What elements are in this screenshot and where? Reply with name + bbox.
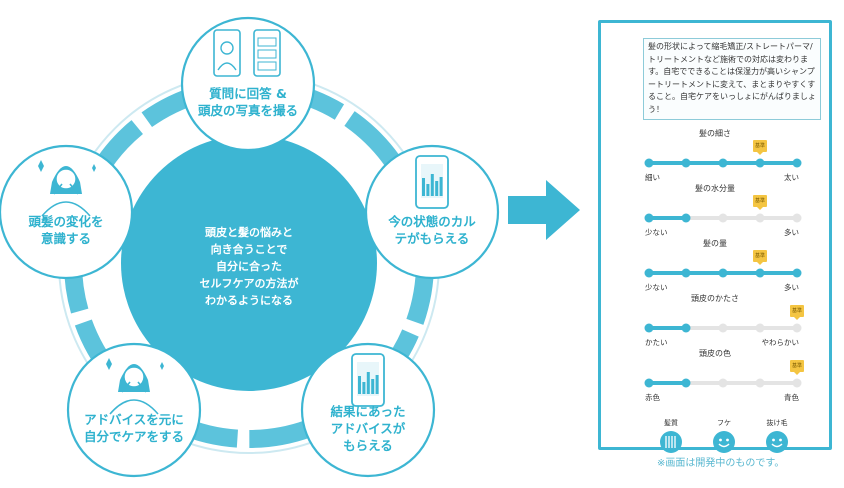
metric-dot bbox=[681, 213, 691, 223]
metric-dot bbox=[644, 158, 654, 168]
metric-dot bbox=[644, 378, 654, 388]
center-text-line: 向き合うことで bbox=[211, 242, 288, 256]
cycle-node-label: もらえる bbox=[343, 438, 393, 453]
cycle-node-label: 意識する bbox=[41, 231, 91, 246]
woman-happy-icon bbox=[38, 160, 96, 217]
metric-title: 頭皮のかたさ bbox=[691, 294, 739, 303]
cycle-node-label: テがもらえる bbox=[395, 231, 470, 246]
baseline-badge: 基準 bbox=[790, 360, 804, 375]
cycle-node-circle bbox=[300, 342, 436, 478]
metric-dot bbox=[755, 213, 765, 223]
metric-title: 髪の細さ bbox=[699, 129, 731, 138]
metric-title: 頭皮の色 bbox=[699, 349, 731, 358]
result-screen-panel: 髪の形状によって縮毛矯正/ストレートパーマ/トリートメントなど施術での対応は変わ… bbox=[598, 20, 832, 453]
metric-right-label: やわらかい bbox=[761, 338, 800, 347]
baseline-badge: 基準 bbox=[790, 305, 804, 320]
center-text-line: 自分に合った bbox=[216, 259, 282, 273]
center-circle bbox=[121, 135, 377, 391]
bottom-icon-item: 抜け毛 bbox=[757, 418, 797, 458]
metric-dot bbox=[681, 158, 691, 168]
metric-title: 髪の量 bbox=[703, 239, 727, 248]
metric-left-label: かたい bbox=[645, 338, 668, 347]
metric-dot bbox=[681, 268, 691, 278]
bottom-icon-item: フケ bbox=[704, 418, 744, 458]
metric-dot bbox=[792, 323, 802, 333]
metric-dot bbox=[681, 378, 691, 388]
baseline-badge: 基準 bbox=[753, 195, 767, 210]
metric-left-label: 少ない bbox=[645, 283, 668, 292]
metric-dot bbox=[718, 268, 728, 278]
metric-left-label: 少ない bbox=[645, 228, 668, 237]
metric-dot bbox=[644, 213, 654, 223]
metric-dot bbox=[644, 268, 654, 278]
metric-right-label: 青色 bbox=[784, 393, 799, 402]
metric-slider bbox=[644, 158, 802, 168]
metric-dot bbox=[718, 323, 728, 333]
metric-dot bbox=[718, 378, 728, 388]
woman-care-icon bbox=[106, 358, 164, 415]
metric-left-label: 細い bbox=[645, 173, 660, 182]
cycle-node-label: 結果にあった bbox=[330, 404, 405, 419]
metric-dot bbox=[792, 158, 802, 168]
metric-dot bbox=[755, 158, 765, 168]
cycle-node-circle bbox=[180, 16, 316, 152]
center-text-line: 頭皮と髪の悩みと bbox=[205, 225, 293, 239]
metric-dot bbox=[792, 378, 802, 388]
metric-dot bbox=[718, 213, 728, 223]
baseline-badge: 基準 bbox=[753, 250, 767, 265]
metric-dot bbox=[755, 268, 765, 278]
metric-right-label: 太い bbox=[784, 173, 799, 182]
metric-slider bbox=[644, 378, 802, 388]
phone-photo-icon bbox=[213, 29, 281, 77]
metric-dot bbox=[718, 158, 728, 168]
cycle-node-label: 頭髪の変化を bbox=[28, 214, 103, 229]
bottom-icon-label: 抜け毛 bbox=[766, 419, 788, 427]
hair-strand-icon bbox=[660, 431, 682, 453]
phone-chart-icon bbox=[415, 155, 449, 209]
baseline-badge: 基準 bbox=[753, 140, 767, 155]
cycle-node-label: 質問に回答 & bbox=[209, 86, 287, 101]
flow-arrow-icon bbox=[508, 180, 580, 240]
cycle-node-circle bbox=[364, 144, 500, 280]
metric-dot bbox=[681, 323, 691, 333]
cycle-node-label: 自分でケアをする bbox=[84, 429, 184, 444]
metric-dot bbox=[792, 213, 802, 223]
disclaimer: ※画面は開発中のものです。 bbox=[657, 458, 785, 469]
metric-right-label: 多い bbox=[784, 228, 799, 237]
cycle-node-label: 今の状態のカル bbox=[387, 214, 476, 229]
metric-right-label: 多い bbox=[784, 283, 799, 292]
smiley-icon bbox=[766, 431, 788, 453]
cycle-node-label: 頭皮の写真を撮る bbox=[198, 103, 298, 118]
phone-report-icon bbox=[351, 353, 385, 407]
metric-slider bbox=[644, 323, 802, 333]
metric-slider bbox=[644, 268, 802, 278]
center-text-line: わかるようになる bbox=[205, 294, 293, 307]
metric-left-label: 赤色 bbox=[645, 393, 660, 402]
metric-dot bbox=[755, 378, 765, 388]
bottom-icon-item: 髪質 bbox=[651, 418, 691, 458]
smiley-icon bbox=[713, 431, 735, 453]
metric-title: 髪の水分量 bbox=[695, 184, 735, 193]
metric-dot bbox=[644, 323, 654, 333]
center-text-line: セルフケアの方法が bbox=[200, 276, 299, 290]
advice-note: 髪の形状によって縮毛矯正/ストレートパーマ/トリートメントなど施術での対応は変わ… bbox=[643, 38, 821, 120]
cycle-node-label: アドバイスが bbox=[331, 421, 406, 436]
metric-dot bbox=[755, 323, 765, 333]
bottom-icon-label: 髪質 bbox=[664, 419, 678, 427]
cycle-node-label: アドバイスを元に bbox=[84, 412, 184, 427]
cycle-node-top: 質問に回答 & 頭皮の写真を撮る bbox=[180, 16, 316, 152]
metric-dot bbox=[792, 268, 802, 278]
metric-slider bbox=[644, 213, 802, 223]
bottom-icon-label: フケ bbox=[717, 419, 731, 427]
